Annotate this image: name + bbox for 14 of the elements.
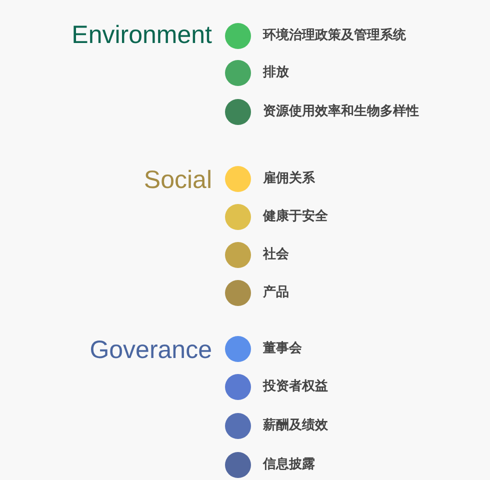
legend-label: 社会 — [263, 245, 289, 263]
legend-label: 排放 — [263, 63, 289, 81]
legend-label: 信息披露 — [263, 455, 315, 473]
category-heading: Goverance — [90, 335, 212, 365]
legend-label: 投资者权益 — [263, 377, 328, 395]
legend-label: 健康于安全 — [263, 207, 328, 225]
legend-label: 薪酬及绩效 — [263, 416, 328, 434]
category-heading: Environment — [72, 20, 212, 50]
legend-label: 董事会 — [263, 339, 302, 357]
legend-label: 雇佣关系 — [263, 169, 315, 187]
category-heading: Social — [144, 165, 212, 195]
legend-label: 资源使用效率和生物多样性 — [263, 102, 419, 120]
legend-label: 环境治理政策及管理系统 — [263, 26, 406, 44]
legend-label: 产品 — [263, 283, 289, 301]
